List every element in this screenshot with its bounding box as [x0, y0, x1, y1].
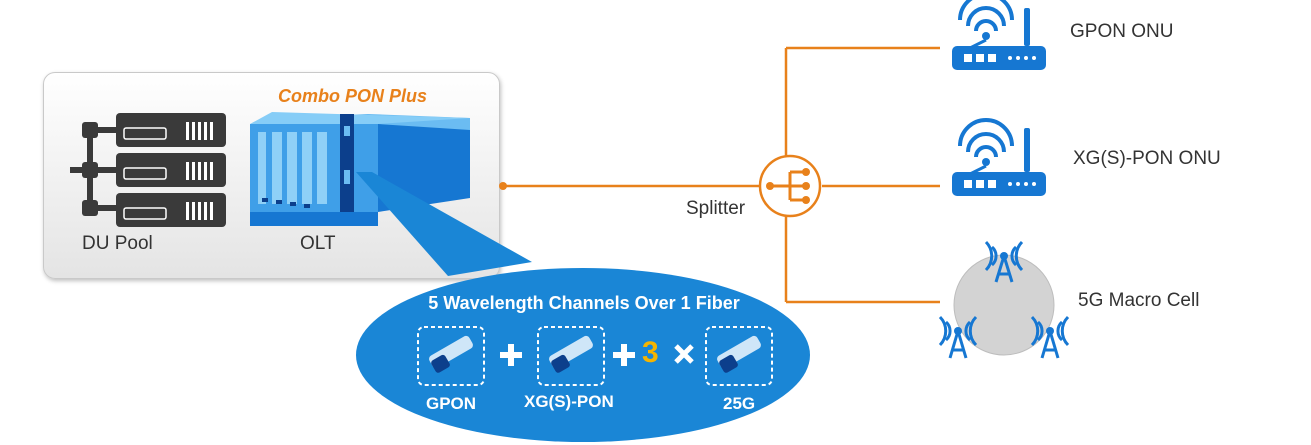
olt-panel-title: Combo PON Plus	[278, 86, 428, 106]
module-25g-icon	[705, 326, 773, 386]
callout-bubble	[356, 268, 810, 442]
server-unit	[116, 113, 226, 147]
module-xgs-pon-icon	[537, 326, 605, 386]
xgs-onu-label: XG(S)-PON ONU	[1073, 148, 1221, 169]
multiplier-value: 3	[642, 336, 659, 369]
gpon-onu-router-icon	[952, 0, 1046, 70]
module-gpon-icon	[417, 326, 485, 386]
splitter-icon	[758, 154, 822, 218]
du-pool-label: DU Pool	[82, 233, 153, 254]
plus-icon	[500, 344, 522, 366]
server-unit	[116, 193, 226, 227]
module-label-gpon: GPON	[426, 394, 477, 413]
server-unit	[116, 153, 226, 187]
antenna-tower-icon	[984, 240, 1024, 283]
antenna-tower-icon	[938, 315, 978, 359]
module-label-25g: 25G	[723, 394, 756, 413]
multiply-icon	[674, 344, 694, 364]
gpon-onu-label: GPON ONU	[1070, 21, 1174, 42]
module-label-xgs-pon: XG(S)-PON	[524, 392, 614, 411]
macro-cell-label: 5G Macro Cell	[1078, 290, 1200, 311]
du-pool-icon	[70, 113, 226, 227]
splitter-label: Splitter	[686, 198, 746, 219]
xgs-onu-router-icon	[952, 118, 1046, 196]
olt-label: OLT	[300, 233, 336, 254]
plus-icon	[613, 344, 635, 366]
callout-title: 5 Wavelength Channels Over 1 Fiber	[428, 293, 740, 313]
callout-tail	[356, 172, 532, 276]
macro-cell-icon	[938, 240, 1070, 359]
antenna-tower-icon	[1030, 315, 1070, 359]
fiber-end-dot	[499, 182, 507, 190]
fiber-lines	[503, 46, 940, 304]
